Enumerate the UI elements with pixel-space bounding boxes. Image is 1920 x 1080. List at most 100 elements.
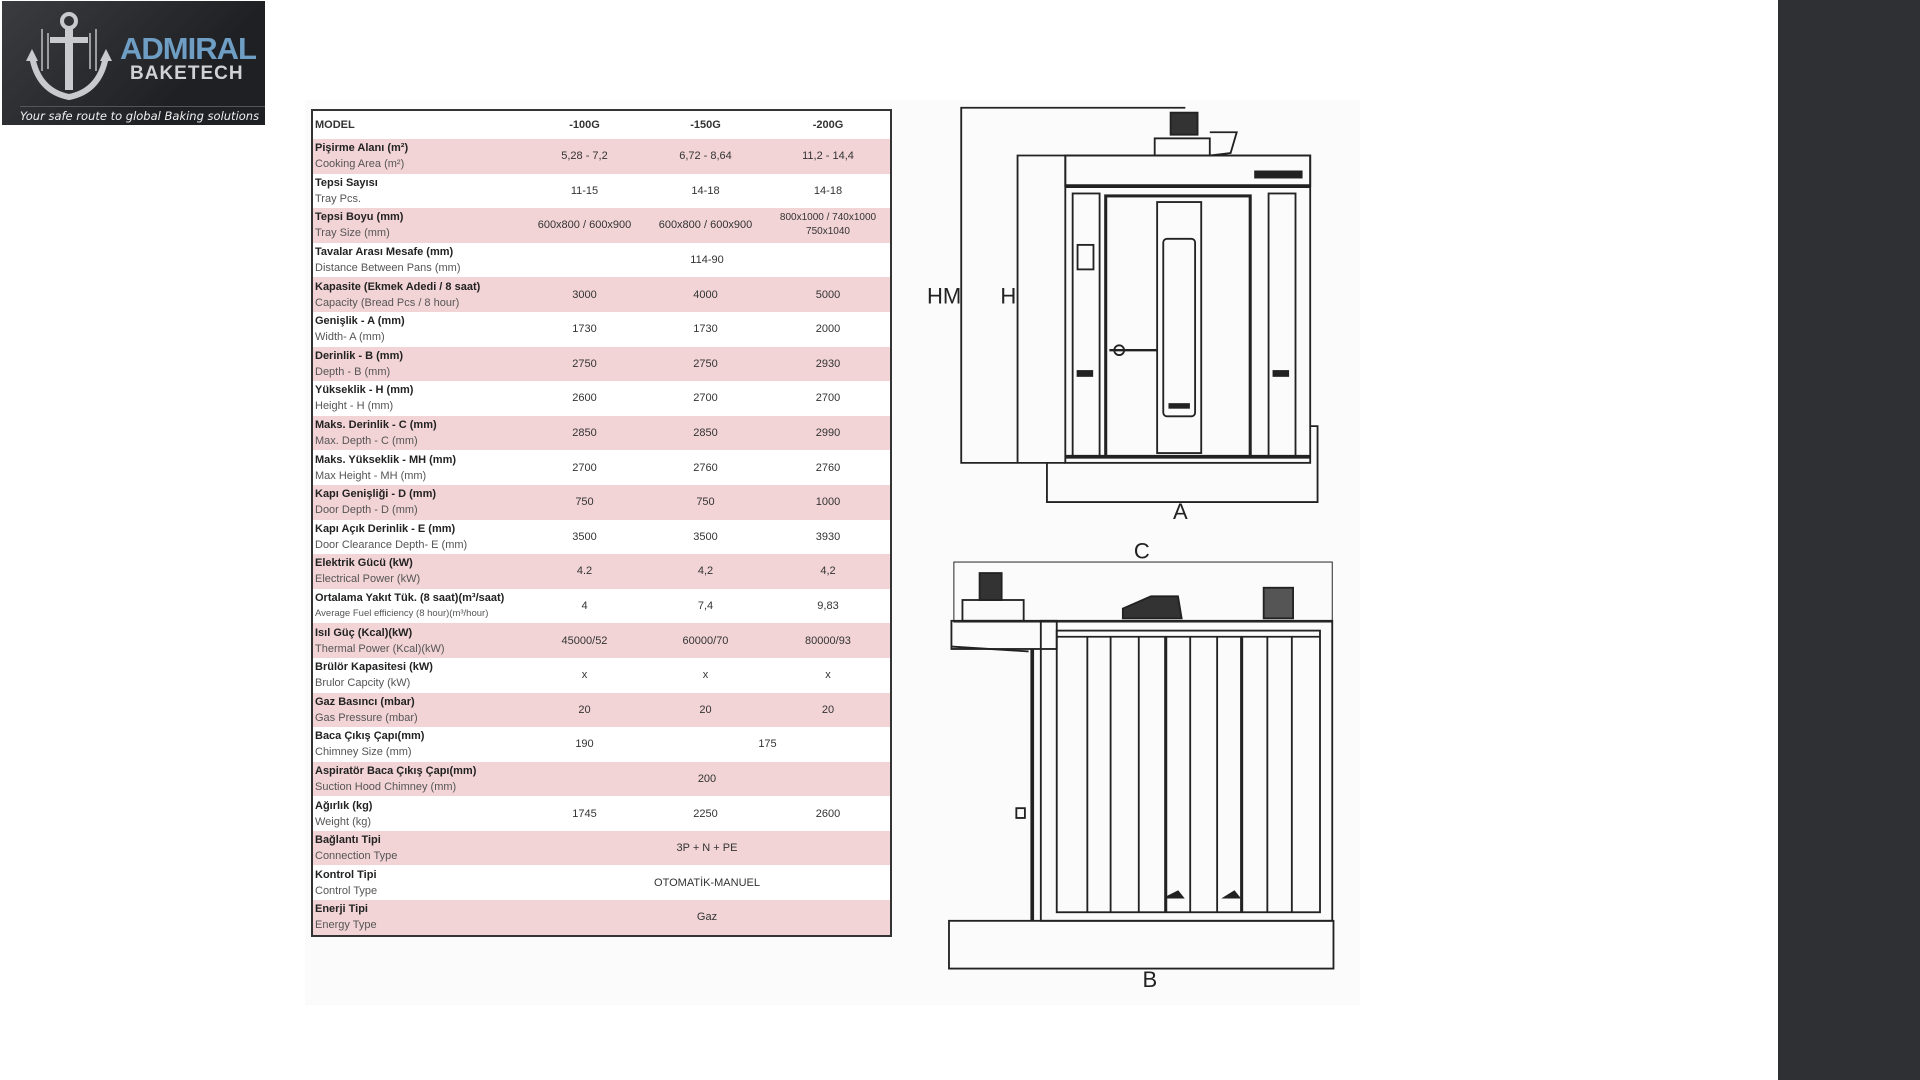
spec-label: Ağırlık (kg) Weight (kg) <box>312 796 524 831</box>
spec-label: Gaz Basıncı (mbar)Gas Pressure (mbar) <box>312 692 524 728</box>
dimension-label-a: A <box>1173 499 1188 524</box>
table-row: Elektrik Gücü (kW) Electrical Power (kW) 4… <box>312 554 891 589</box>
brand-subname: BAKETECH <box>130 63 244 84</box>
spec-value: 114-90 <box>690 254 724 267</box>
spec-label-english: Electrical Power (kW) <box>315 573 421 586</box>
spec-label-english: Distance Between Pans (mm) <box>315 262 461 275</box>
spec-value: 3930 <box>815 530 841 543</box>
spec-value: 2850 <box>645 415 766 451</box>
spec-value: 2930 <box>766 346 891 382</box>
spec-label-english: Energy Type <box>315 919 377 932</box>
spec-value: 3P + N + PE <box>524 830 891 866</box>
spec-label-english: Tray Pcs. <box>315 192 362 205</box>
spec-value: 750 <box>645 484 766 520</box>
spec-label-turkish: Maks. Yükseklik - MH (mm) <box>315 453 457 466</box>
spec-label-english: Brulor Capcity (kW) <box>315 677 411 690</box>
spec-value: 60000/70 <box>645 623 766 658</box>
spec-value: 4.2 <box>524 554 645 589</box>
model-column-header: -200G <box>812 119 844 131</box>
table-row: Kapı Açık Derinlik - E (mm)Door Clearanc… <box>312 520 891 555</box>
spec-value: 2760 <box>693 461 718 474</box>
spec-label-turkish: Yükseklik - H (mm) <box>315 384 414 397</box>
spec-value: 80000/93 <box>766 623 891 658</box>
spec-label-turkish: Ortalama Yakıt Tük. (8 saat)(m³/saat) <box>315 592 505 605</box>
spec-label-turkish: Isıl Güç (Kcal)(kW) <box>315 626 413 639</box>
spec-label-turkish: Derinlik - B (mm) <box>315 349 404 362</box>
spec-value: 2850 <box>524 415 645 451</box>
spec-label-turkish: Tavalar Arası Mesafe (mm) <box>315 246 454 259</box>
spec-label-english: Door Clearance Depth- E (mm) <box>315 538 468 551</box>
spec-value: 2600 <box>815 807 841 820</box>
spec-label: Maks. Yükseklik - MH (mm)Max Height - MH… <box>312 450 524 485</box>
spec-value: 2750 <box>645 346 766 382</box>
spec-label-turkish: Kontrol Tipi <box>315 868 377 881</box>
spec-value: 6,72 - 8,64 <box>645 139 766 174</box>
spec-label-english: Connection Type <box>315 850 398 863</box>
spec-value: 3500 <box>693 530 718 543</box>
table-row: Isıl Güç (Kcal)(kW)Thermal Power (Kcal)(… <box>312 623 891 658</box>
spec-label-english: Door Depth - D (mm) <box>315 504 418 517</box>
spec-label-english: Depth - B (mm) <box>315 365 391 378</box>
spec-label-turkish: Aspiratör Baca Çıkış Çapı(mm) <box>315 764 477 777</box>
model-header: MODEL <box>315 119 355 131</box>
dimension-label-c: C <box>1134 538 1150 563</box>
dimension-label-b: B <box>1142 967 1157 992</box>
table-row: Pişirme Alanı (m²)Cooking Area (m²)5,28 … <box>312 139 891 174</box>
table-row: Maks. Yükseklik - MH (mm)Max Height - MH… <box>312 450 891 485</box>
spec-label: Tepsi Boyu (mm) Tray Size (mm) <box>312 208 524 243</box>
spec-label-english: Suction Hood Chimney (mm) <box>315 780 457 793</box>
table-row: Kapasite (Ekmek Adedi / 8 saat)Capacity … <box>312 277 891 312</box>
spec-value: 11-15 <box>570 184 599 197</box>
spec-label-english: Width- A (mm) <box>315 331 385 344</box>
spec-label-english: Gas Pressure (mbar) <box>315 711 418 724</box>
spec-value: 1000 <box>766 484 891 520</box>
spec-label-turkish: Genişlik - A (mm) <box>315 315 405 328</box>
spec-label-english: Weight (kg) <box>315 815 372 828</box>
spec-label-turkish: Maks. Derinlik - C (mm) <box>315 419 437 432</box>
spec-value: 175 <box>758 738 777 751</box>
spec-label: Tavalar Arası Mesafe (mm) Distance Betwee… <box>312 243 524 278</box>
spec-label: Brülör Kapasitesi (kW)Brulor Capcity (kW… <box>312 658 524 693</box>
table-row: Tavalar Arası Mesafe (mm) Distance Betwee… <box>312 243 891 278</box>
company-logo: ADMIRAL BAKETECH Your safe route to glob… <box>2 1 265 125</box>
spec-value: 2750 <box>524 346 645 382</box>
spec-value: 600x800 / 600x900 <box>524 208 645 243</box>
spec-value: 1730 <box>572 323 597 336</box>
spec-label: Kapı Açık Derinlik - E (mm)Door Clearanc… <box>312 520 524 555</box>
spec-label-turkish: Elektrik Gücü (kW) <box>315 557 413 570</box>
dimension-label-h: H <box>1000 284 1016 309</box>
model-column-header: -150G <box>690 119 721 131</box>
spec-label: Pişirme Alanı (m²)Cooking Area (m²) <box>312 139 524 174</box>
spec-label: Genişlik - A (mm) Width- A (mm) <box>312 312 524 347</box>
spec-label: Derinlik - B (mm) Depth - B (mm) <box>312 346 524 382</box>
spec-label-english: Tray Size (mm) <box>315 227 390 240</box>
spec-label-turkish: Bağlantı Tipi <box>315 834 381 847</box>
spec-value: 2700 <box>572 461 597 474</box>
spec-label: Elektrik Gücü (kW) Electrical Power (kW) <box>312 554 524 589</box>
spec-value: 2000 <box>815 323 841 336</box>
spec-label-english: Average Fuel efficiency (8 hour)(m³/hour… <box>315 608 489 620</box>
spec-label-english: Max. Depth - C (mm) <box>315 435 418 448</box>
table-row: Kapı Genişliği - D (mm)Door Depth - D (m… <box>312 484 891 520</box>
spec-table: MODEL -100G -150G -200G Pişirme Alanı (m… <box>311 109 892 937</box>
spec-value: 14-18 <box>813 184 843 197</box>
spec-label: Kapı Genişliği - D (mm)Door Depth - D (m… <box>312 484 524 520</box>
table-row: Brülör Kapasitesi (kW)Brulor Capcity (kW… <box>312 658 891 693</box>
spec-label-turkish: Tepsi Boyu (mm) <box>315 211 404 224</box>
spec-value: 4000 <box>645 277 766 312</box>
spec-label: Aspiratör Baca Çıkış Çapı(mm) Suction Hoo… <box>312 761 524 797</box>
spec-label: Baca Çıkış Çapı(mm)Chimney Size (mm) <box>312 727 524 762</box>
model-column-header: -100G <box>569 119 600 131</box>
spec-label-turkish: Ağırlık (kg) <box>315 799 373 812</box>
spec-value: 2700 <box>815 392 841 405</box>
spec-label-turkish: Baca Çıkış Çapı(mm) <box>315 730 425 743</box>
